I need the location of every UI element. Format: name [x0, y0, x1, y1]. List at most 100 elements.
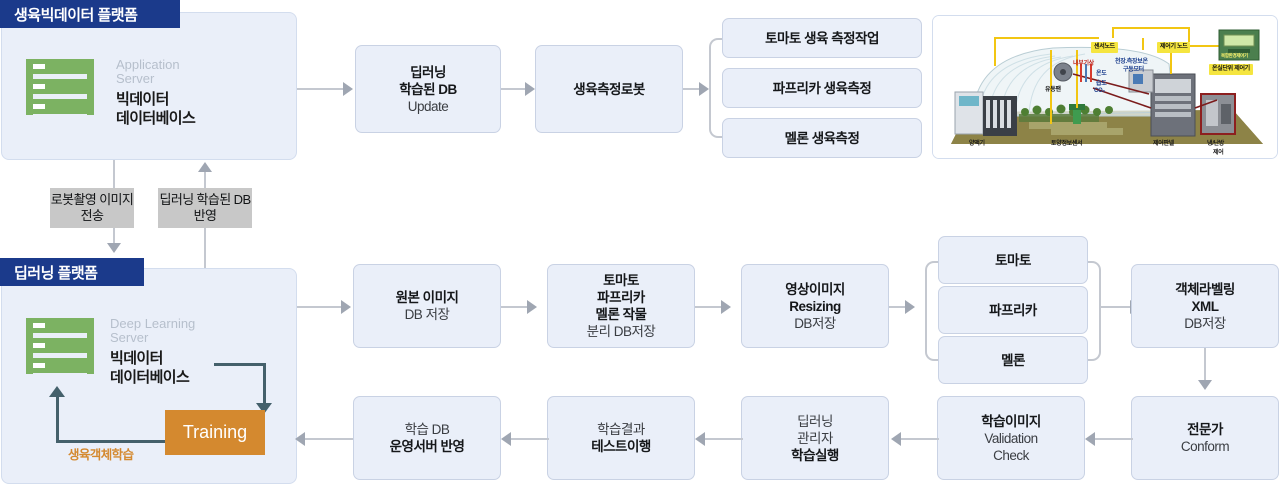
sensor-node-tag: 센서노드: [1091, 42, 1118, 53]
co2-label: CO₂: [1094, 88, 1105, 94]
nutrient-solution-machine-label: 양액기: [969, 141, 985, 147]
soil-info-sensor-label: 토양정보센서: [1051, 141, 1083, 147]
connector-orig-to-split: [501, 306, 529, 308]
bigdata-database-label-line2: 데이터베이스: [116, 110, 196, 127]
connector-resizing-to-crop-group: [889, 306, 907, 308]
connector-db-to-training-v2: [263, 363, 266, 405]
panel-title-growth-bigdata-platform: 생육빅데이터 플랫폼: [0, 0, 180, 28]
chip-robot-capture-image-transfer: 로봇촬영 이미지전송: [50, 188, 134, 228]
box-label: 멜론 생육측정: [784, 130, 860, 146]
arrowhead-orig-to-split: [527, 300, 537, 314]
training-block[interactable]: Training: [165, 410, 265, 455]
box-growth-measurement-robot[interactable]: 생육측정로봇: [535, 45, 683, 133]
connector-expert-to-validation: [1093, 438, 1133, 440]
box-paprika-growth-measure[interactable]: 파프리카 생육측정: [722, 68, 922, 108]
box-label: 파프리카: [989, 302, 1037, 318]
box-line-3: Check: [993, 447, 1029, 463]
box-crop-melon[interactable]: 멜론: [938, 336, 1088, 384]
box-line-3: DB저장: [1184, 315, 1226, 331]
box-line-2: 테스트이행: [591, 439, 651, 454]
box-label: 토마토 생육 측정작업: [765, 30, 879, 46]
connector-split-to-resizing: [695, 306, 723, 308]
chip-line2: DB반영: [193, 192, 252, 223]
box-line-2: 파프리카: [597, 290, 645, 305]
box-crop-split-db-store[interactable]: 토마토 파프리카 멜론 작물 분리 DB저장: [547, 264, 695, 348]
connector-update-to-robot: [501, 88, 527, 90]
panel-title-deep-learning-platform: 딥러닝 플랫폼: [0, 258, 144, 286]
connector-test-to-dbapply: [509, 438, 549, 440]
greenhouse-sensor-illustration: 센서노드 제어기 노드 온실단위 제어기 복합환경제어기 내부기상 천장.측장보…: [932, 15, 1278, 159]
connector-manager-to-test: [703, 438, 743, 440]
ceiling-side-insulation-motor-label-2: 구동모터: [1123, 67, 1144, 73]
arrowhead-test-to-dbapply: [501, 432, 511, 446]
arrowhead-dlpanel-to-midflow: [341, 300, 351, 314]
box-training-image-validation-check[interactable]: 학습이미지 Validation Check: [937, 396, 1085, 480]
box-line-2: 학습된 DB: [399, 81, 457, 97]
connector-dbapply-to-dlpanel: [305, 438, 353, 440]
ceiling-side-insulation-motor-label-1: 천장.측장보온: [1115, 59, 1148, 65]
arrowhead-split-to-resizing: [721, 300, 731, 314]
arrowhead-validation-to-manager: [891, 432, 901, 446]
arrowhead-update-to-robot: [525, 82, 535, 96]
box-label: 토마토: [995, 252, 1031, 268]
box-image-resizing-db-store[interactable]: 영상이미지 Resizing DB저장: [741, 264, 889, 348]
bracket-crop-group-right: [1085, 261, 1101, 361]
box-deeplearning-trained-db-update[interactable]: 딥러닝 학습된 DB Update: [355, 45, 501, 133]
connector-training-to-db-h: [56, 440, 166, 443]
arrowhead-dbapply-to-dlpanel: [295, 432, 305, 446]
box-line-1: 영상이미지: [785, 281, 845, 297]
internal-weather-label: 내부기상: [1073, 61, 1094, 67]
connector-panel-to-top-flow: [297, 88, 345, 90]
application-server-sub-line1: Application: [116, 57, 180, 72]
box-object-labeling-xml-db-store[interactable]: 객체라벨링 XML DB저장: [1131, 264, 1279, 348]
chip-line2: 이미지전송: [80, 192, 134, 223]
arrowhead-resizing-to-crop-group: [905, 300, 915, 314]
box-expert-conform[interactable]: 전문가 Conform: [1131, 396, 1279, 480]
box-line-1: 딥러닝: [797, 413, 833, 429]
box-line-1: 학습결과: [597, 422, 645, 437]
deep-learning-server-sub-line2: Server: [110, 330, 149, 345]
connector-training-to-db-v: [56, 396, 59, 441]
box-line-4: 분리 DB저장: [586, 324, 656, 339]
growth-object-learning-label: 생육객체학습: [68, 448, 134, 462]
circulation-fan-label: 유동팬: [1045, 87, 1061, 93]
arrowhead-robot-capture-down: [107, 243, 121, 253]
dl-bigdata-database-label-line1: 빅데이터: [110, 350, 163, 367]
dl-bigdata-database-label-line2: 데이터베이스: [110, 369, 190, 386]
box-tomato-growth-measure-task[interactable]: 토마토 생육 측정작업: [722, 18, 922, 58]
box-line-1: 원본 이미지: [395, 290, 459, 305]
box-line-2: 운영서버 반영: [389, 439, 465, 454]
box-line-2: 관리자: [797, 430, 833, 446]
box-label: 파프리카 생육측정: [772, 80, 872, 96]
control-panel-label: 제어판넬: [1153, 141, 1174, 147]
box-original-image-db-store[interactable]: 원본 이미지 DB 저장: [353, 264, 501, 348]
connector-robot-to-measure-group: [683, 88, 701, 90]
cooling-heating-control-label-1: 냉/난방: [1207, 141, 1225, 147]
box-line-1: 토마토: [603, 273, 639, 288]
device-caption-label: 복합환경제어기: [1221, 53, 1248, 58]
box-line-2: Validation: [984, 430, 1038, 446]
connector-dlpanel-to-midflow: [297, 306, 343, 308]
box-training-result-test-run[interactable]: 학습결과 테스트이행: [547, 396, 695, 480]
arrowhead-robot-to-measure-group: [699, 82, 709, 96]
box-deeplearning-manager-train-run[interactable]: 딥러닝 관리자 학습실행: [741, 396, 889, 480]
chip-line1: 딥러닝 학습된: [159, 192, 231, 207]
box-melon-growth-measure[interactable]: 멜론 생육측정: [722, 118, 922, 158]
box-line-2: DB 저장: [404, 307, 450, 322]
box-training-db-apply-operation-server[interactable]: 학습 DB 운영서버 반영: [353, 396, 501, 480]
controller-node-tag: 제어기 노드: [1157, 42, 1191, 53]
deep-learning-server-sub-line1: Deep Learning: [110, 316, 196, 331]
chip-line1: 로봇촬영: [50, 192, 97, 207]
box-line-1: 학습이미지: [981, 413, 1041, 429]
box-crop-tomato[interactable]: 토마토: [938, 236, 1088, 284]
box-line-3: 멜론 작물: [595, 307, 647, 322]
box-line-2: XML: [1191, 298, 1219, 314]
box-label: 멜론: [1001, 352, 1025, 368]
connector-db-to-training-h: [214, 363, 266, 366]
box-crop-paprika[interactable]: 파프리카: [938, 286, 1088, 334]
box-line-2: Conform: [1180, 439, 1230, 454]
connector-validation-to-manager: [899, 438, 939, 440]
cooling-heating-control-label-2: 제어: [1213, 150, 1224, 156]
arrowhead-db-to-training: [256, 403, 272, 414]
